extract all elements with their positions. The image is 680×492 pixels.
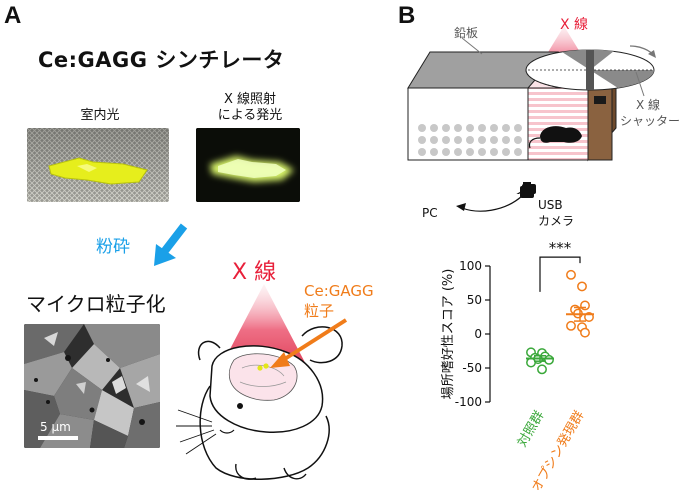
scintillator-title: Ce:GAGG シンチレータ (38, 48, 285, 72)
y-axis-label: 場所嗜好性スコア (%) (441, 269, 456, 400)
pc-label: PC (422, 206, 438, 220)
particle-label-1: Ce:GAGG (304, 282, 374, 300)
panel-a-letter: A (4, 2, 22, 29)
microparticle-label: マイクロ粒子化 (26, 292, 166, 316)
significance-label: *** (549, 240, 572, 257)
room-light-label: 室内光 (80, 108, 120, 123)
data-point (566, 320, 576, 331)
y-tick-label: -50 (462, 361, 482, 375)
xray-label-b: X 線 (560, 17, 589, 33)
xray-label-a: X 線 (232, 260, 277, 285)
xray-irradiation-label-2: による発光 (217, 108, 283, 123)
data-point (577, 281, 587, 292)
scale-bar-label: 5 μm (40, 420, 71, 434)
xray-glow-photo (196, 128, 300, 202)
data-point (580, 300, 590, 311)
category-label: 対照群 (515, 409, 547, 450)
data-point (526, 357, 536, 368)
data-point (580, 327, 590, 338)
data-point (566, 269, 576, 280)
data-point (544, 354, 554, 365)
y-tick-label: 100 (459, 259, 482, 273)
data-point (537, 364, 547, 375)
xray-irradiation-label-1: X 線照射 (223, 92, 277, 107)
crush-label: 粉砕 (96, 237, 130, 257)
room-light-photo (27, 128, 169, 202)
camera-pc-arrow (456, 182, 534, 212)
y-tick-label: -100 (455, 395, 482, 409)
chamber-diagram (407, 26, 656, 194)
shutter-label-2: シャッター (620, 114, 680, 128)
particle-label-2: 粒子 (304, 302, 335, 320)
significance-bracket (539, 256, 581, 292)
usb-label: USB (538, 198, 563, 212)
y-tick-label: 50 (467, 293, 482, 307)
camera-label: カメラ (538, 214, 575, 228)
sem-micrograph: 5 μm (24, 324, 160, 448)
shutter-label-1: X 線 (636, 98, 661, 112)
panel-b-letter: B (398, 2, 416, 29)
lead-plate-label: 鉛板 (454, 26, 479, 40)
mouse-xray-illustration (176, 284, 348, 480)
y-tick-label: 0 (474, 327, 482, 341)
crush-arrow (154, 223, 188, 266)
